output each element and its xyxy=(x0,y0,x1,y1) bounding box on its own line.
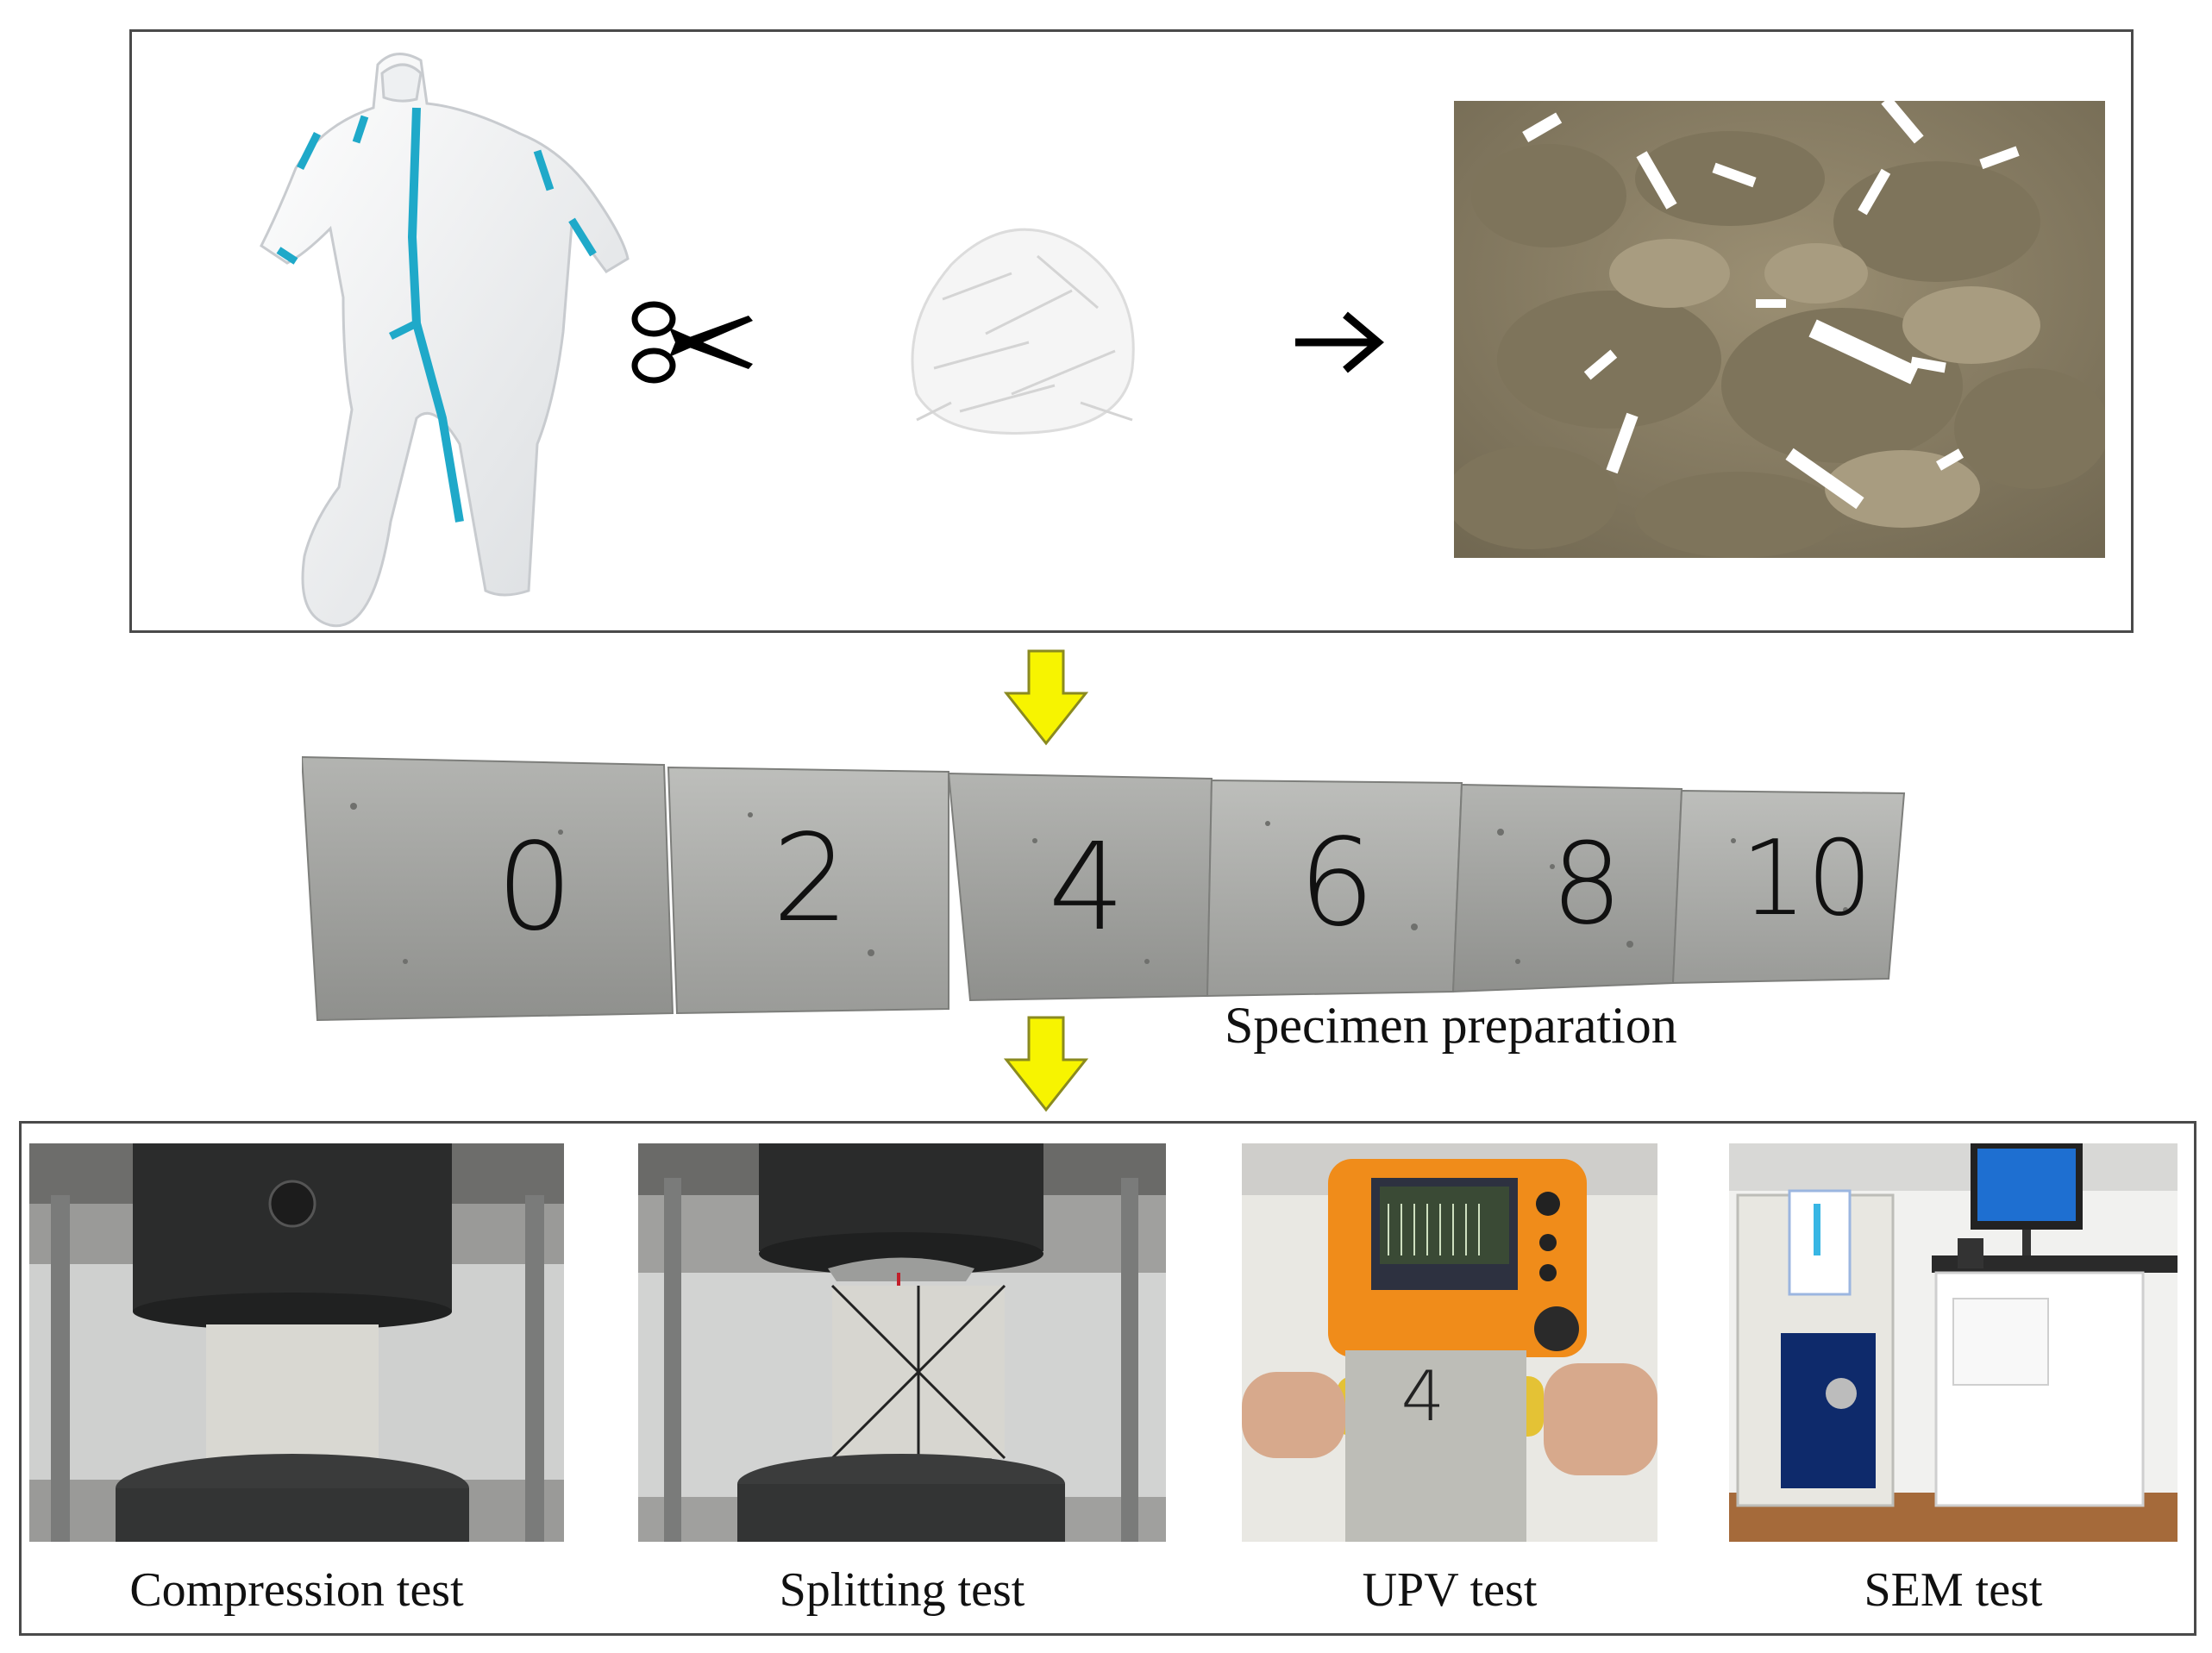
specimen-label-0: 0 xyxy=(496,817,573,958)
specimen-label-4: 4 xyxy=(1048,817,1125,958)
specimen-label-8: 8 xyxy=(1551,818,1623,949)
splitting-test-image xyxy=(638,1143,1166,1542)
down-arrow-icon xyxy=(1003,649,1089,746)
splitting-test-caption: Splitting test xyxy=(779,1563,1025,1617)
shredded-fibres-image xyxy=(911,228,1135,435)
sem-test-image xyxy=(1729,1143,2178,1542)
upv-test-caption: UPV test xyxy=(1362,1563,1538,1617)
scissors-icon xyxy=(631,301,753,384)
specimen-caption: Specimen preparation xyxy=(1225,997,1677,1054)
specimen-label-2: 2 xyxy=(772,809,849,949)
materials-panel xyxy=(129,29,2134,633)
arrow-right-icon xyxy=(1295,311,1384,373)
specimen-label-6: 6 xyxy=(1298,813,1375,954)
upv-specimen-label: 4 xyxy=(1401,1356,1445,1437)
specimen-row xyxy=(302,755,1906,1022)
specimen-label-10: 10 xyxy=(1740,819,1873,939)
fibre-reinforced-soil-image xyxy=(1454,101,2105,558)
protective-suit-image xyxy=(260,53,630,628)
compression-test-image xyxy=(29,1143,564,1542)
upv-test-image xyxy=(1242,1143,1657,1542)
down-arrow-icon xyxy=(1003,1016,1089,1112)
sem-test-caption: SEM test xyxy=(1864,1563,2043,1617)
compression-test-caption: Compression test xyxy=(129,1563,464,1617)
